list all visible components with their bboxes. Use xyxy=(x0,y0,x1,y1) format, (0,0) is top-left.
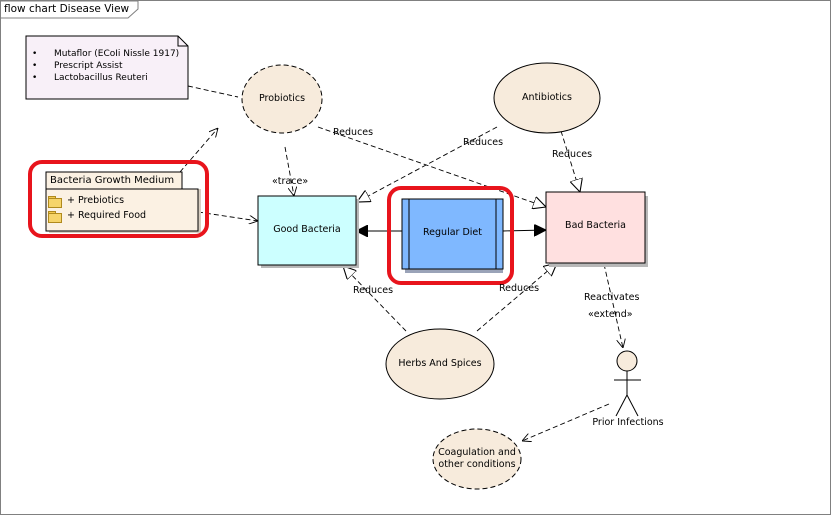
prior-infections-actor[interactable] xyxy=(614,350,641,417)
antibiotics-reduces-good-edge xyxy=(357,126,498,202)
reduces-label: Reduces xyxy=(333,127,374,138)
note-to-probiotics-link xyxy=(187,85,239,98)
regular-diet-highlight xyxy=(387,186,514,285)
reactivates-label: Reactivates xyxy=(584,292,640,303)
package-title: Bacteria Growth Medium xyxy=(50,175,175,186)
trace-edge xyxy=(284,146,294,196)
bad-bacteria-node[interactable] xyxy=(545,191,646,264)
package-item-required-food[interactable]: + Required Food xyxy=(48,210,147,223)
herbs-reduces-bad-edge xyxy=(476,263,557,332)
package-highlight xyxy=(28,160,209,238)
herbs-spices-label: Herbs And Spices xyxy=(398,358,482,369)
antibiotics-node[interactable] xyxy=(493,62,601,134)
antibiotics-reduces-bad-edge xyxy=(560,130,580,192)
reduces-label: Reduces xyxy=(463,137,504,148)
package-item-label: + Prebiotics xyxy=(67,195,125,206)
bacteria-growth-medium-package[interactable] xyxy=(45,171,201,233)
good-bacteria-label: Good Bacteria xyxy=(273,224,341,235)
package-to-probiotics-edge xyxy=(179,128,218,173)
trace-label: «trace» xyxy=(272,176,309,187)
bad-bacteria-extend-edge xyxy=(603,263,623,348)
prior-infections-label: Prior Infections xyxy=(592,417,664,428)
coagulation-label-line2: other conditions xyxy=(438,459,516,470)
note-item: Prescript Assist xyxy=(32,60,179,72)
regular-diet-node[interactable] xyxy=(401,198,504,270)
title-tab xyxy=(1,0,139,19)
coagulation-node[interactable] xyxy=(432,428,522,490)
diagram-title: flow chart Disease View xyxy=(4,3,130,15)
folder-icon xyxy=(48,210,62,223)
probiotics-label: Probiotics xyxy=(258,93,306,104)
reduces-label: Reduces xyxy=(353,285,394,296)
reduces-label: Reduces xyxy=(499,283,540,294)
reduces-label: Reduces xyxy=(552,149,593,160)
regular-diet-label: Regular Diet xyxy=(423,227,482,238)
note-item: Lactobacillus Reuteri xyxy=(32,72,179,84)
probiotics-node[interactable] xyxy=(241,64,323,134)
coagulation-label-line1: Coagulation and xyxy=(438,447,516,458)
herbs-reduces-good-edge xyxy=(343,266,407,332)
folder-icon xyxy=(48,195,62,208)
bad-bacteria-label: Bad Bacteria xyxy=(565,220,626,231)
antibiotics-label: Antibiotics xyxy=(522,92,572,103)
package-item-prebiotics[interactable]: + Prebiotics xyxy=(48,195,125,208)
regular-diet-to-bad-bacteria-edge xyxy=(502,230,546,231)
extend-label: «extend» xyxy=(588,309,633,320)
note-item: Mutaflor (ECoIi Nissle 1917) xyxy=(32,48,179,60)
package-item-label: + Required Food xyxy=(67,210,147,221)
herbs-spices-node[interactable] xyxy=(385,328,495,400)
note-list: Mutaflor (ECoIi Nissle 1917) Prescript A… xyxy=(32,48,179,84)
good-bacteria-node[interactable] xyxy=(257,195,357,266)
